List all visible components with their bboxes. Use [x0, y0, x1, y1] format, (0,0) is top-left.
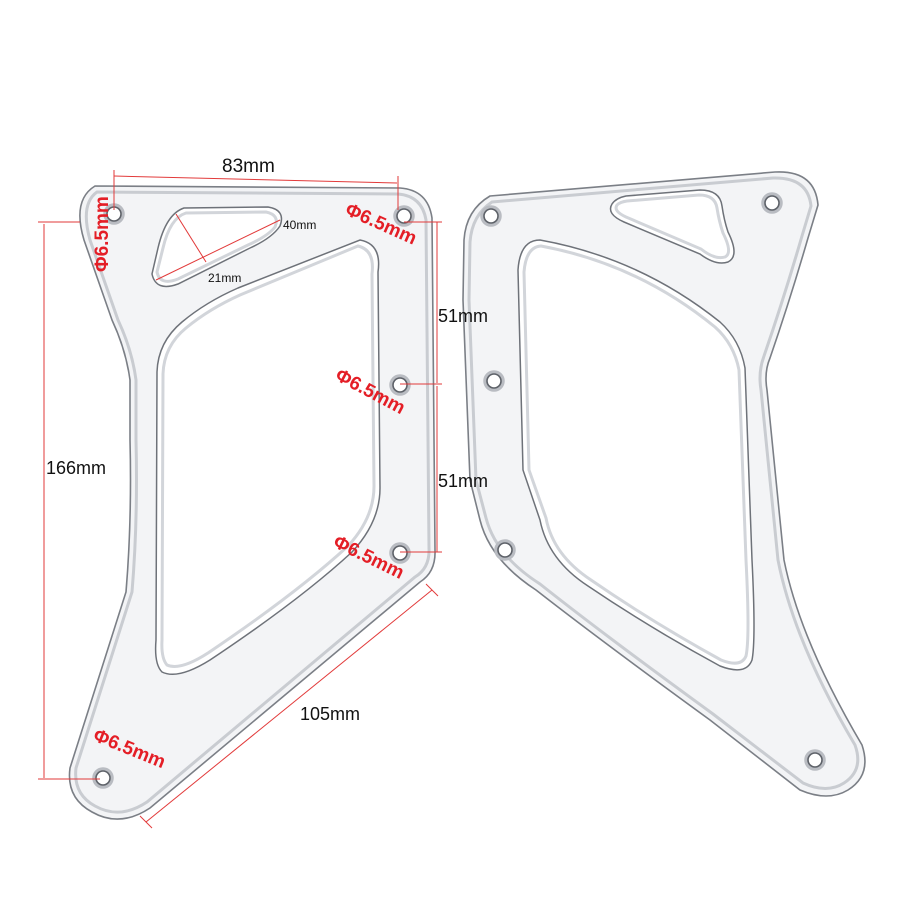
dim-line-slot-width	[175, 213, 207, 263]
left-main-cutout-edge	[160, 244, 376, 668]
right-plate-edge	[467, 176, 860, 790]
right-slot-cutout	[609, 189, 735, 264]
left-hole-middle	[389, 374, 411, 396]
left-plate	[68, 185, 436, 820]
label-height-left: 166mm	[46, 458, 106, 478]
label-hole-top-left: Φ6.5mm	[92, 196, 113, 272]
right-hole-bottom	[804, 749, 826, 771]
right-hole-middle	[483, 370, 505, 392]
left-slot-cutout-edge	[155, 210, 278, 283]
dim-line-width-top	[113, 175, 398, 184]
right-hole-top-left	[480, 205, 502, 227]
left-hole-top-right	[393, 205, 415, 227]
dim-tick	[425, 583, 439, 597]
right-slot-cutout-edge	[614, 193, 730, 260]
right-plate	[462, 171, 866, 797]
dim-tick	[139, 815, 153, 829]
left-hole-lower	[389, 542, 411, 564]
right-main-cutout	[517, 239, 755, 671]
label-spacing-upper: 51mm	[438, 306, 488, 326]
right-hole-lower	[494, 539, 516, 561]
right-hole-top-right	[761, 192, 783, 214]
label-spacing-lower: 51mm	[438, 471, 488, 491]
dim-line-slot-length	[155, 219, 281, 281]
dimension-lines	[38, 170, 442, 829]
label-width-top: 83mm	[222, 156, 275, 177]
label-slot-length: 40mm	[283, 218, 316, 232]
label-diagonal-bottom: 105mm	[300, 704, 360, 724]
dim-line-diagonal-bottom	[145, 589, 433, 823]
left-hole-bottom	[92, 767, 114, 789]
right-main-cutout-edge	[522, 244, 750, 665]
label-slot-width: 21mm	[208, 271, 241, 285]
left-plate-edge	[74, 190, 431, 814]
